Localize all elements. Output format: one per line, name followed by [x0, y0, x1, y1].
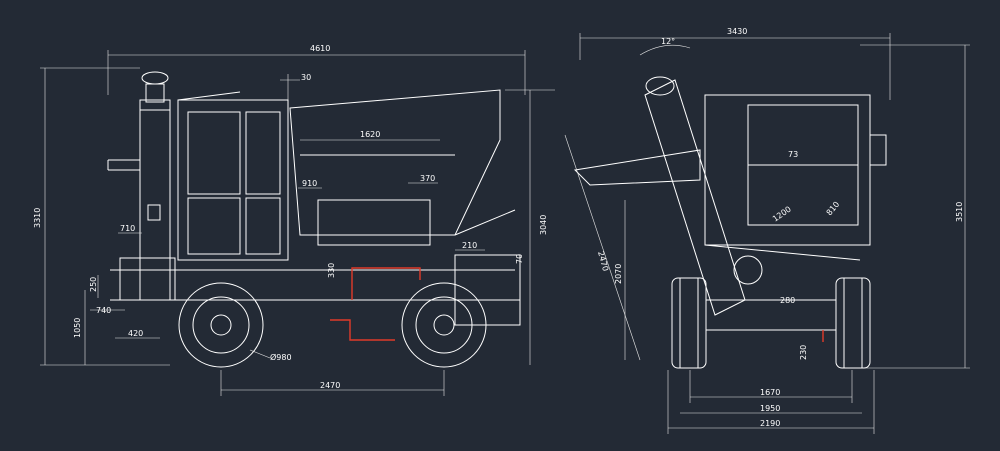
dim-250-text: 250 — [89, 277, 98, 292]
dim-1200-text: 1200 — [771, 205, 793, 224]
dim-hopper-width-text: 1620 — [360, 130, 380, 139]
dim-overall-width-rear-text: 3430 — [727, 27, 747, 36]
dim-overall-height: 3310 — [33, 67, 170, 366]
rear-right-wheel — [835, 277, 871, 369]
dim-70-text: 70 — [515, 254, 524, 264]
dim-1200: 1200 — [771, 205, 793, 224]
dim-overall-length: 4610 — [107, 44, 526, 95]
dim-2070-text: 2070 — [614, 264, 623, 284]
elevator-boom — [564, 76, 746, 361]
hydraulic-lines — [330, 267, 421, 341]
dim-370: 370 — [408, 174, 438, 184]
dim-wheel-dia: Ø980 — [249, 349, 292, 362]
dim-810: 810 — [825, 200, 842, 217]
rear-body — [704, 94, 887, 261]
dim-3040-text: 3040 — [539, 215, 548, 235]
dim-280: 280 — [780, 296, 795, 305]
dim-73-text: 73 — [788, 150, 798, 159]
dim-overall-width-rear: 3430 — [579, 27, 891, 100]
dim-420: 420 — [115, 329, 160, 339]
dim-210-text: 210 — [462, 241, 477, 250]
dim-740-text: 740 — [96, 306, 111, 315]
dim-1050-text: 1050 — [73, 318, 82, 338]
dim-hopper-width: 1620 — [300, 130, 440, 141]
dim-angle: 12° — [639, 37, 691, 56]
dim-370-text: 370 — [420, 174, 435, 183]
dim-70: 70 — [515, 254, 524, 264]
dim-angle-text: 12° — [661, 37, 675, 46]
dim-wheel-dia-text: Ø980 — [270, 352, 292, 362]
dim-73: 73 — [788, 150, 798, 159]
dim-740: 740 — [90, 306, 125, 315]
side-view: 4610 3310 30 1620 910 370 — [33, 44, 555, 396]
dim-3510-text: 3510 — [955, 202, 964, 222]
dim-1950: 1950 — [680, 404, 862, 414]
side-column — [107, 71, 171, 301]
dim-1050: 1050 — [73, 290, 86, 365]
dim-1950-text: 1950 — [760, 404, 780, 413]
dim-wheelbase-text: 2470 — [320, 381, 340, 390]
dim-330: 330 — [327, 263, 336, 278]
rear-view: 3430 12° 73 1200 810 — [564, 27, 970, 434]
cabin — [177, 91, 289, 261]
dim-280-text: 280 — [780, 296, 795, 305]
dim-1670: 1670 — [689, 370, 853, 403]
dim-230-text: 230 — [799, 345, 808, 360]
chassis — [110, 254, 521, 326]
dim-1670-text: 1670 — [760, 388, 780, 397]
dim-330-text: 330 — [327, 263, 336, 278]
rear-axle — [705, 255, 837, 342]
dim-230: 230 — [799, 345, 808, 360]
dim-710-text: 710 — [120, 224, 135, 233]
dim-3510: 3510 — [860, 44, 970, 369]
dim-3040: 3040 — [505, 89, 555, 365]
dim-overall-height-text: 3310 — [33, 208, 42, 228]
rear-left-wheel — [671, 277, 707, 369]
dim-810-text: 810 — [825, 200, 842, 217]
dim-wheelbase: 2470 — [220, 370, 445, 396]
dim-2470-rear-text: 2470 — [596, 250, 610, 272]
dim-250: 250 — [89, 275, 99, 298]
dim-top-offset: 30 — [280, 73, 311, 100]
dim-420-text: 420 — [128, 329, 143, 338]
rear-wheel — [401, 282, 487, 368]
dim-2470-rear: 2470 — [596, 250, 610, 272]
dim-910-text: 910 — [302, 179, 317, 188]
dim-910: 910 — [298, 179, 322, 189]
dim-2190: 2190 — [667, 370, 875, 434]
dim-overall-length-text: 4610 — [310, 44, 330, 53]
dim-2070: 2070 — [614, 200, 626, 360]
dim-710: 710 — [118, 224, 142, 234]
dim-210: 210 — [455, 241, 485, 251]
hopper — [289, 89, 516, 246]
dim-top-offset-text: 30 — [301, 73, 311, 82]
dim-2190-text: 2190 — [760, 419, 780, 428]
front-wheel — [178, 282, 264, 368]
